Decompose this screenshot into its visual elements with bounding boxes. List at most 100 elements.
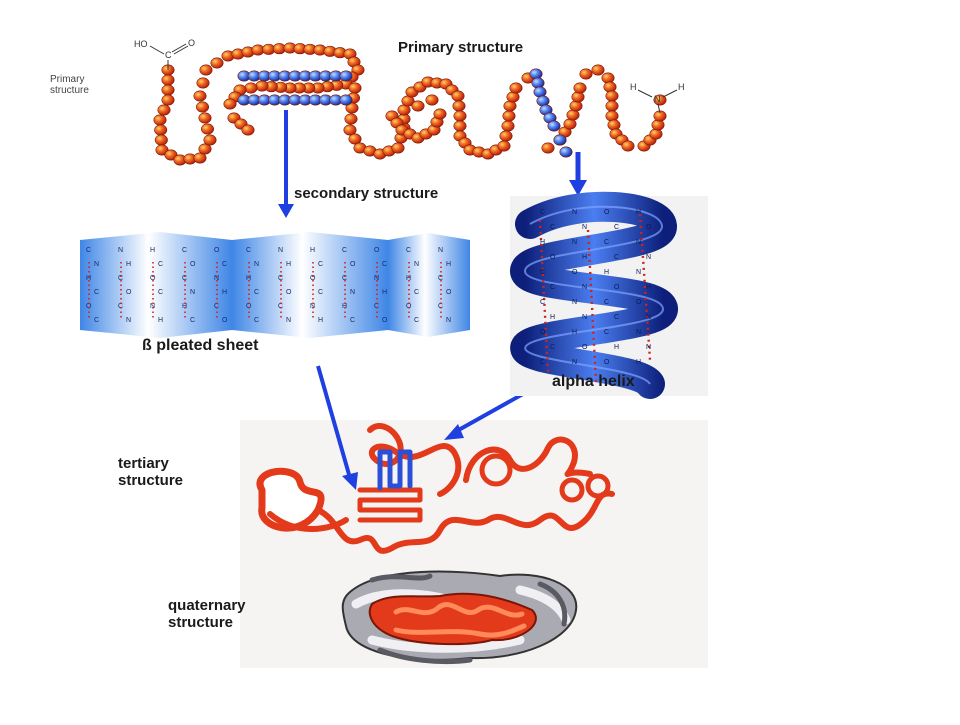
svg-text:N: N: [278, 247, 283, 254]
amino-acid-bead: [453, 120, 467, 132]
amino-acid-bead: [621, 140, 635, 152]
svg-text:C: C: [318, 289, 323, 296]
svg-text:O: O: [214, 247, 220, 254]
svg-text:C: C: [382, 261, 387, 268]
amino-acid-bead: [502, 110, 516, 122]
beta-pleated-sheet: CNHCOCNHCOCNHCOCNHCOCNHCOCNHCOCNHCOCNHCO…: [80, 232, 470, 338]
svg-text:C: C: [254, 317, 259, 324]
svg-text:N: N: [572, 359, 577, 366]
svg-text:O: O: [286, 289, 292, 296]
svg-text:O: O: [190, 261, 196, 268]
svg-text:C: C: [374, 303, 379, 310]
amino-acid-bead: [164, 149, 178, 161]
svg-text:C: C: [118, 303, 123, 310]
amino-acid-bead: [497, 140, 511, 152]
svg-text:N: N: [126, 317, 131, 324]
svg-text:N: N: [582, 284, 587, 291]
svg-text:C: C: [350, 317, 355, 324]
svg-text:H: H: [582, 254, 587, 261]
svg-text:H: H: [636, 209, 641, 216]
svg-text:H: H: [540, 239, 545, 246]
svg-text:H: H: [382, 289, 387, 296]
amino-acid-bead: [529, 68, 543, 80]
amino-acid-bead: [425, 94, 439, 106]
svg-text:O: O: [188, 38, 195, 48]
amino-acid-bead: [201, 123, 215, 135]
amino-acid-bead: [607, 119, 621, 131]
svg-text:N: N: [572, 209, 577, 216]
amino-acid-bead: [244, 82, 258, 94]
svg-text:N: N: [414, 261, 419, 268]
tertiary-structure-label: tertiary structure: [118, 455, 183, 489]
svg-text:C: C: [550, 284, 555, 291]
svg-text:C: C: [278, 275, 283, 282]
svg-text:C: C: [438, 275, 443, 282]
svg-text:C: C: [342, 247, 347, 254]
svg-text:O: O: [374, 247, 380, 254]
amino-acid-bead: [591, 64, 605, 76]
amino-acid-bead: [198, 143, 212, 155]
amino-acid-bead: [241, 124, 255, 136]
svg-text:H: H: [150, 247, 155, 254]
amino-acid-bead: [153, 114, 167, 126]
amino-acid-bead: [161, 74, 175, 86]
svg-text:O: O: [614, 284, 620, 291]
svg-text:N: N: [636, 239, 641, 246]
svg-text:N: N: [636, 269, 641, 276]
svg-text:C: C: [318, 261, 323, 268]
svg-text:C: C: [540, 299, 545, 306]
svg-text:H: H: [310, 247, 315, 254]
svg-text:N: N: [310, 303, 315, 310]
svg-text:H: H: [630, 82, 637, 92]
svg-text:C: C: [278, 303, 283, 310]
svg-text:C: C: [214, 303, 219, 310]
svg-text:O: O: [572, 269, 578, 276]
svg-text:N: N: [572, 239, 577, 246]
amino-acid-bead: [453, 110, 467, 122]
svg-text:C: C: [182, 247, 187, 254]
amino-acid-bead: [451, 90, 465, 102]
svg-text:C: C: [604, 239, 609, 246]
amino-acid-bead: [651, 119, 665, 131]
svg-text:C: C: [540, 359, 545, 366]
amine-group: H N H: [630, 82, 685, 114]
amino-acid-bead: [345, 102, 359, 114]
amino-acid-bead: [601, 72, 615, 84]
svg-text:C: C: [414, 289, 419, 296]
svg-text:C: C: [222, 261, 227, 268]
svg-text:H: H: [318, 317, 323, 324]
tertiary-structure-ribbon: [256, 423, 615, 554]
svg-text:N: N: [94, 261, 99, 268]
amino-acid-bead: [569, 100, 583, 112]
beta-pleated-sheet-label: ß pleated sheet: [142, 337, 259, 354]
secondary-structure-title: secondary structure: [294, 185, 438, 202]
svg-text:N: N: [190, 289, 195, 296]
amino-acid-bead: [653, 94, 667, 106]
svg-text:N: N: [150, 303, 155, 310]
amino-acid-bead: [411, 100, 425, 112]
amino-acid-bead: [501, 120, 515, 132]
svg-text:O: O: [126, 289, 132, 296]
svg-text:C: C: [604, 329, 609, 336]
svg-text:C: C: [118, 275, 123, 282]
svg-text:N: N: [118, 247, 123, 254]
svg-text:N: N: [572, 299, 577, 306]
svg-text:O: O: [636, 299, 642, 306]
amino-acid-bead: [348, 133, 362, 145]
svg-text:N: N: [654, 94, 661, 104]
svg-text:O: O: [310, 275, 316, 282]
svg-text:N: N: [438, 247, 443, 254]
svg-text:H: H: [572, 329, 577, 336]
svg-text:C: C: [614, 254, 619, 261]
amino-acid-bead: [433, 108, 447, 120]
svg-text:H: H: [550, 314, 555, 321]
amino-acid-bead: [154, 134, 168, 146]
carboxyl-group: HO C O: [134, 38, 195, 70]
amino-acid-bead: [603, 81, 617, 93]
svg-text:H: H: [678, 82, 685, 92]
svg-text:C: C: [438, 303, 443, 310]
svg-text:O: O: [350, 261, 356, 268]
amino-acid-bead: [579, 68, 593, 80]
svg-text:N: N: [646, 344, 651, 351]
